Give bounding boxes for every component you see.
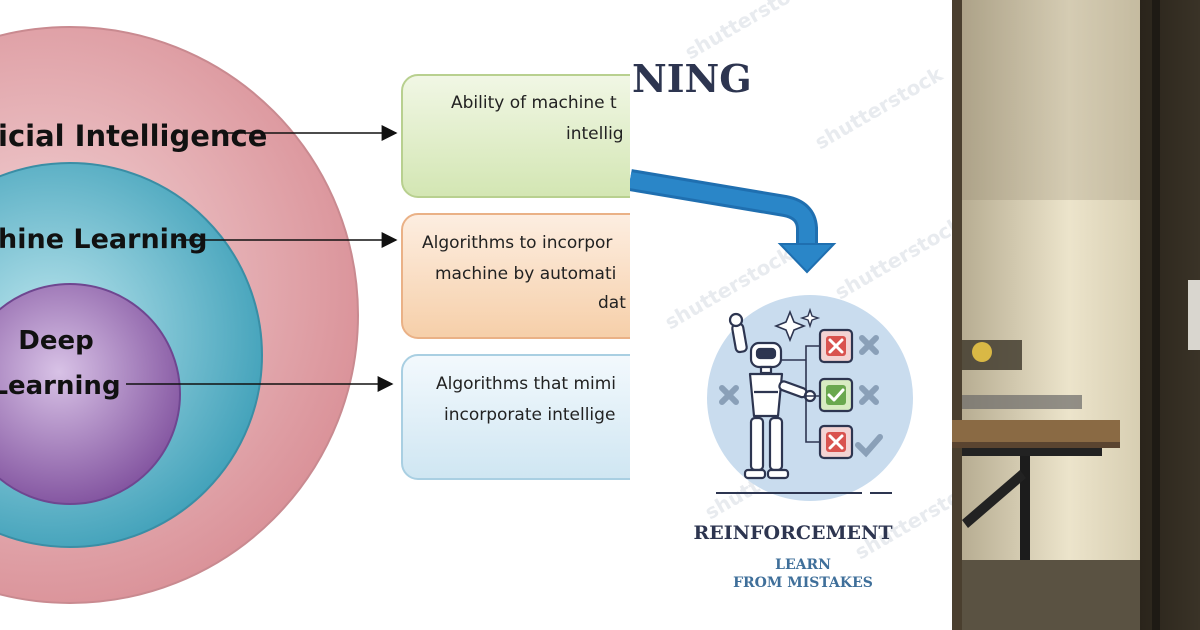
svg-text:shutterstock: shutterstock (811, 62, 948, 155)
ai-ml-dl-diagram: icial Intelligence hine Learning Deep Le… (0, 26, 630, 604)
ml-definition-line2: machine by automati (435, 264, 616, 284)
ml-definition-line1: Algorithms to incorpor (422, 233, 612, 253)
door-edge (1152, 0, 1160, 630)
dl-label-line1: Deep (18, 326, 93, 356)
reinforcement-illustration: shutterstock shutterstock shutterstock s… (630, 0, 952, 630)
ml-definition-line3: dat (598, 293, 626, 313)
ai-label: icial Intelligence (0, 119, 267, 153)
dl-circle (0, 283, 181, 505)
background-marks (719, 335, 883, 458)
svg-text:shutterstock: shutterstock (851, 472, 953, 565)
table-top (952, 420, 1120, 442)
dl-definition-box (401, 354, 630, 480)
ml-definition-box (401, 213, 630, 339)
sparkle-icon (773, 309, 807, 343)
svg-text:shutterstock: shutterstock (831, 212, 953, 305)
correct-choice-icon (818, 377, 854, 413)
reinforcement-illustration-svg: shutterstock shutterstock shutterstock s… (630, 0, 953, 591)
table-leg (1020, 456, 1030, 630)
table-edge (952, 442, 1120, 448)
heading-fragment: NING (632, 56, 752, 101)
light-switch (1188, 280, 1200, 350)
decision-tree-lines (782, 345, 820, 443)
subtitle-line1: LEARN (775, 557, 831, 573)
door-frame-left (952, 0, 962, 630)
wrong-choice-top (818, 328, 854, 364)
yellow-object (972, 342, 992, 362)
sparkle-small-icon (799, 307, 821, 329)
dl-definition-line1: Algorithms that mimi (436, 374, 616, 394)
ai-definition-line2: intellig (566, 124, 624, 144)
ai-definition-line1: Ability of machine t (451, 93, 617, 113)
ml-label: hine Learning (0, 224, 208, 255)
room-photo-svg (952, 0, 1200, 630)
wall (962, 0, 1140, 630)
dl-label-line2: Learning (0, 371, 121, 401)
wall-shadow (962, 0, 1140, 200)
room-photo (952, 0, 1200, 630)
floor (962, 560, 1140, 630)
down-arrow-shaft (630, 172, 815, 246)
down-arrow-icon (777, 243, 837, 274)
shelf-items (962, 340, 1022, 370)
papers (962, 395, 1082, 409)
dl-definition-line2: incorporate intellige (444, 405, 615, 425)
reinforcement-title: REINFORCEMENT (694, 522, 893, 544)
svg-text:shutterstock: shutterstock (681, 0, 818, 64)
wrong-choice-bottom (818, 424, 854, 460)
table-frame (962, 448, 1102, 456)
ai-definition-box (401, 74, 630, 198)
ai-ml-dl-diagram-svg: icial Intelligence hine Learning Deep Le… (0, 26, 630, 604)
subtitle-line2: FROM MISTAKES (733, 575, 873, 591)
table-brace (962, 470, 1026, 528)
